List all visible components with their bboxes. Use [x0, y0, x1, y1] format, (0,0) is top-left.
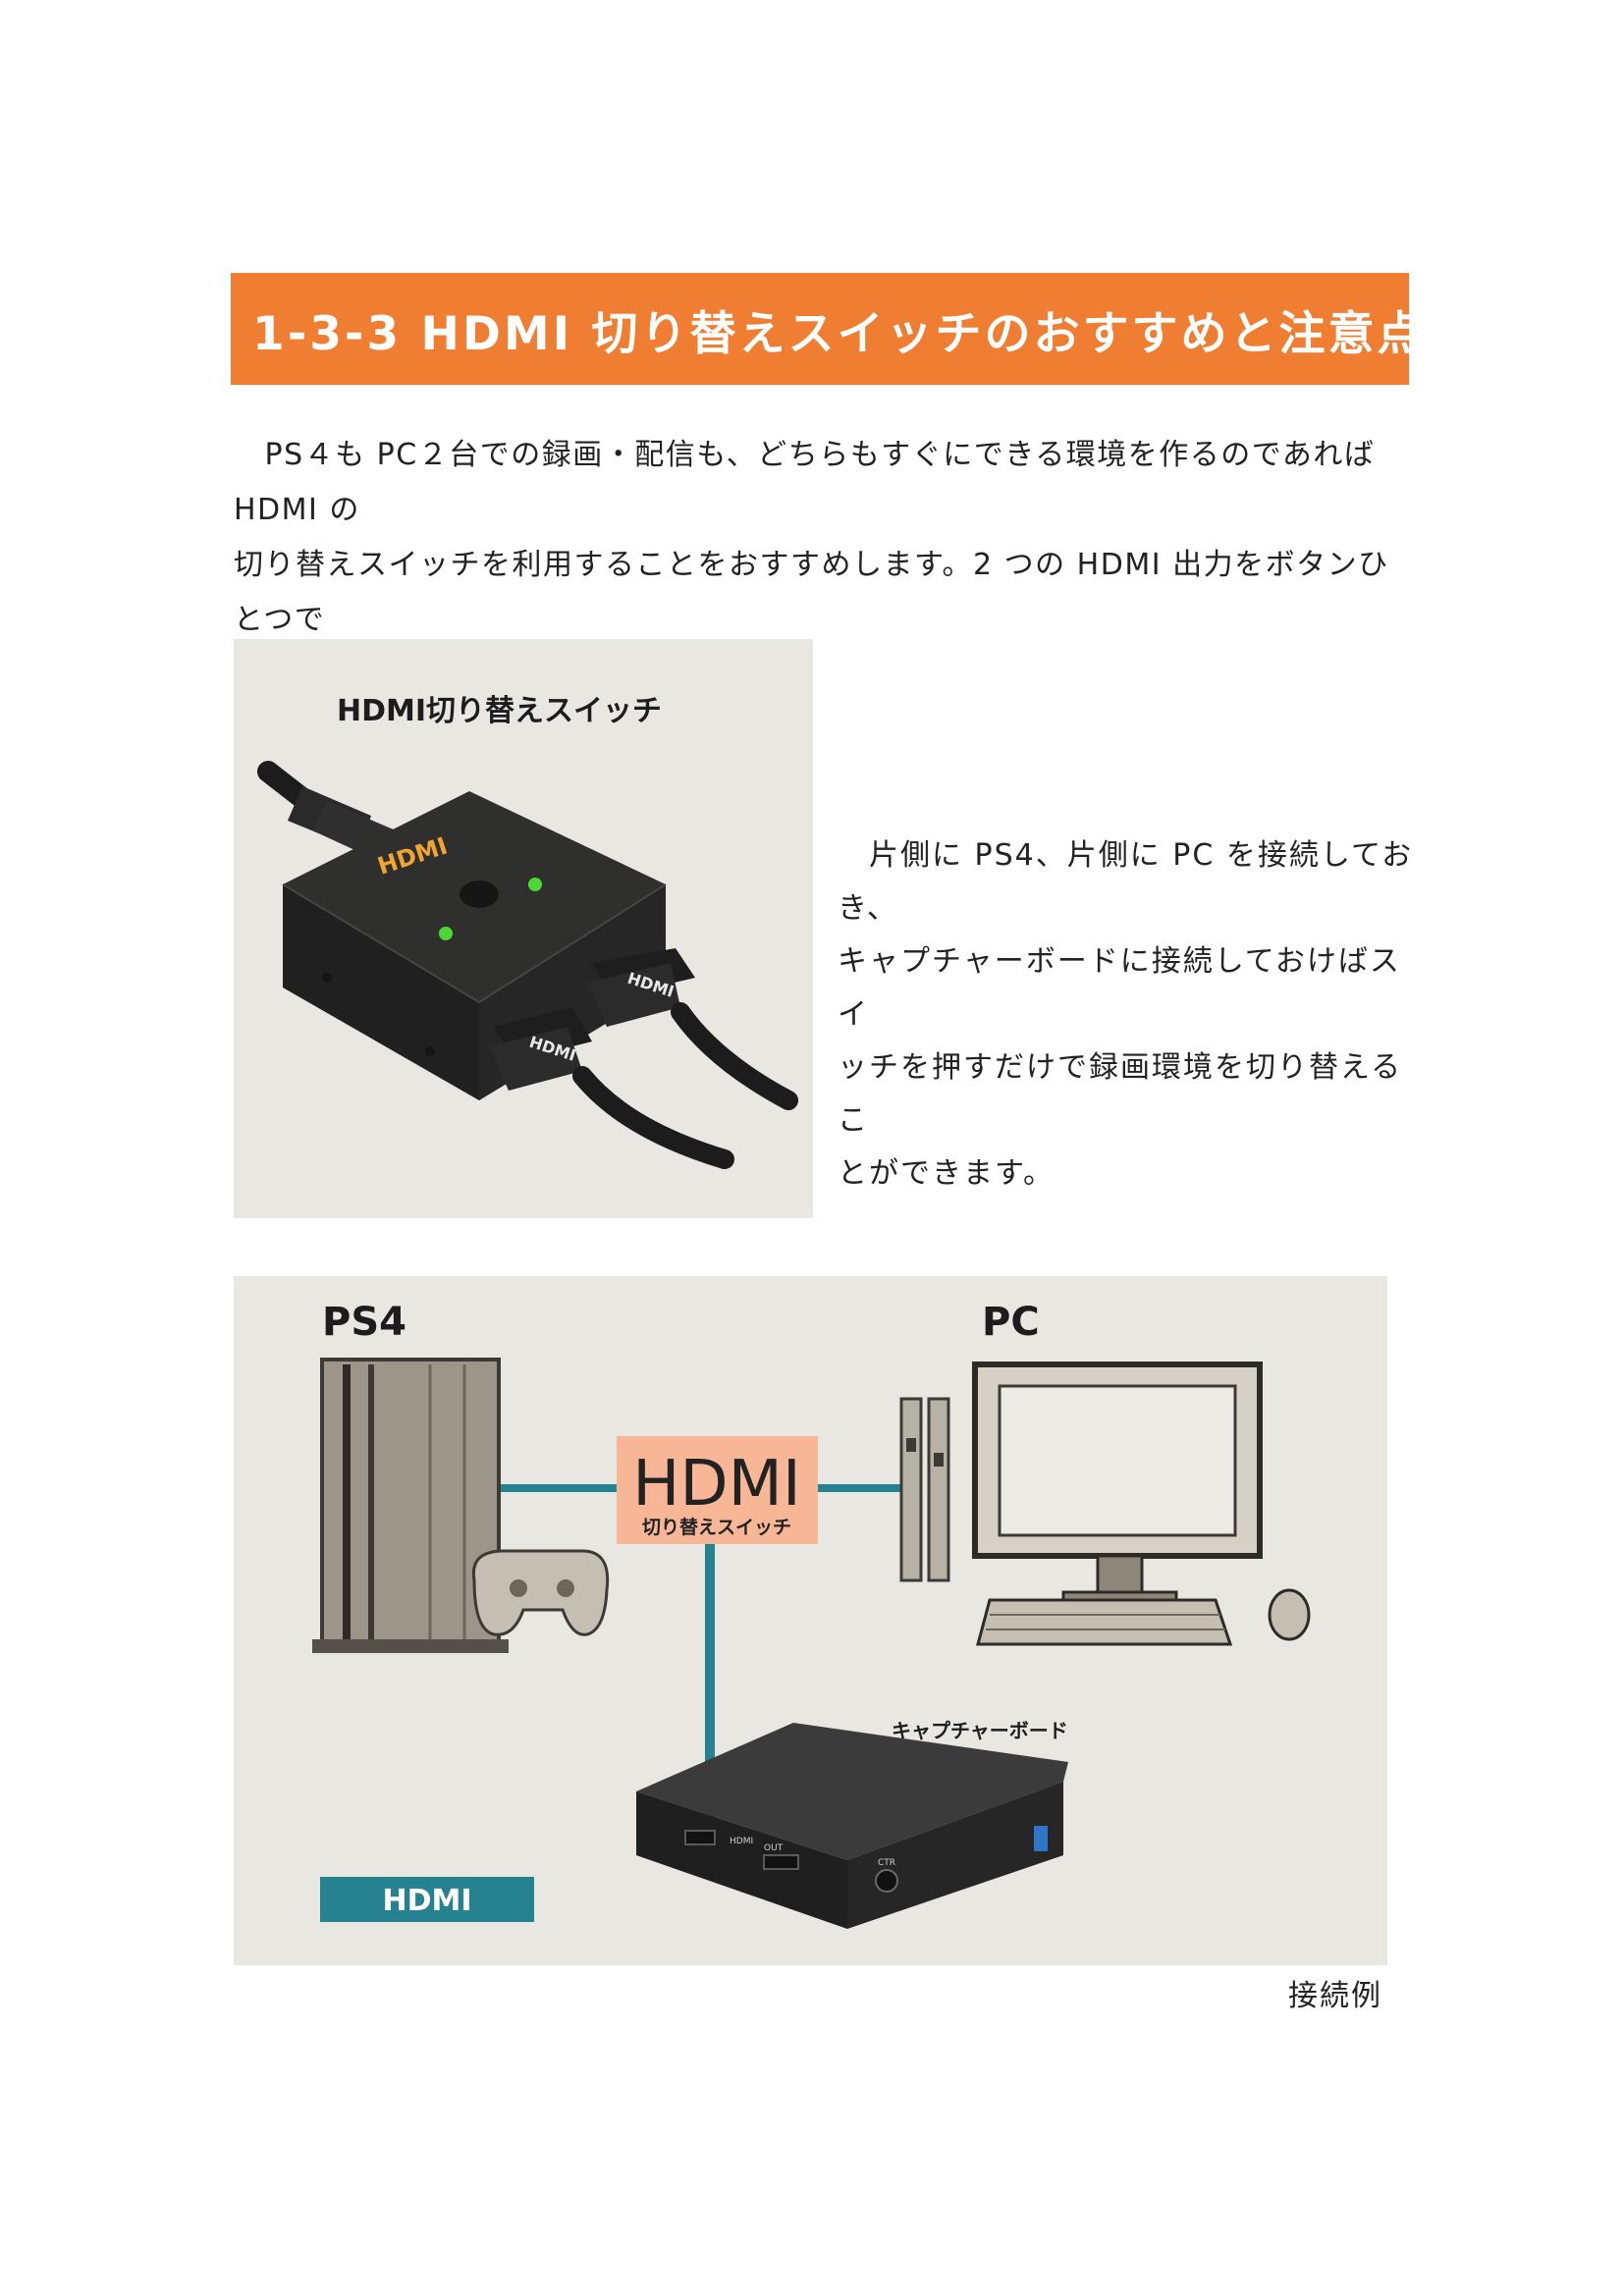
- side-line: キャプチャーボードに接続しておけばスイ: [838, 944, 1401, 1032]
- hdmi-box-title: HDMI: [632, 1448, 801, 1521]
- hdmi-box-subtitle: 切り替えスイッチ: [642, 1516, 791, 1538]
- hdmi-switch-box: HDMI 切り替えスイッチ: [617, 1436, 818, 1544]
- led-indicator: [439, 927, 453, 940]
- section-heading-bar: 1-3-3 HDMI 切り替えスイッチのおすすめと注意点: [231, 273, 1423, 385]
- output-cable: HDMI: [587, 948, 798, 1110]
- intro-line: 切り替えスイッチを利用することをおすすめします。2 つの HDMI 出力をボタン…: [234, 548, 1389, 637]
- capture-port-out-label: OUT: [764, 1843, 784, 1853]
- pc-mouse: [1268, 1588, 1311, 1641]
- figure-caption: 接続例: [1288, 1979, 1382, 2013]
- capture-port-label: HDMI: [730, 1837, 753, 1846]
- connection-diagram: PS4 HDMI 切り替えスイッチ PC: [234, 1276, 1387, 1965]
- ps4-console: [312, 1358, 509, 1653]
- hdmi-switch-illustration: HDMI切り替えスイッチ HDMI HDMI: [234, 639, 813, 1218]
- section-heading: 1-3-3 HDMI 切り替えスイッチのおすすめと注意点: [252, 306, 1427, 361]
- ps4-label: PS4: [322, 1300, 406, 1345]
- pc-label: PC: [982, 1300, 1040, 1345]
- output-cable: HDMI: [489, 1007, 734, 1169]
- switch-button: [460, 881, 499, 908]
- side-line: 片側に PS4、片側に PC を接続しておき、: [838, 838, 1414, 926]
- capture-ctr-label: CTR: [878, 1858, 895, 1868]
- capture-board-label: キャプチャーボード: [892, 1719, 1068, 1742]
- pc-tower: [899, 1397, 950, 1582]
- hdmi-legend: HDMI: [320, 1877, 534, 1922]
- intro-line: PS４も PC２台での録画・配信も、どちらもすぐにできる環境を作るのであれば H…: [234, 438, 1376, 527]
- game-controller: [471, 1549, 610, 1636]
- legend-hdmi-label: HDMI: [382, 1884, 471, 1918]
- side-line: とができます。: [838, 1156, 1055, 1191]
- pc-keyboard: [976, 1598, 1233, 1646]
- side-line: ッチを押すだけで録画環境を切り替えるこ: [838, 1050, 1403, 1138]
- capture-board: HDMI OUT CTR: [636, 1723, 1068, 1929]
- pc-monitor: [972, 1362, 1263, 1609]
- side-paragraph: 片側に PS4、片側に PC を接続しておき、 キャプチャーボードに接続しておけ…: [838, 829, 1417, 1201]
- led-indicator: [528, 878, 542, 891]
- switch-figure-title: HDMI切り替えスイッチ: [337, 694, 662, 728]
